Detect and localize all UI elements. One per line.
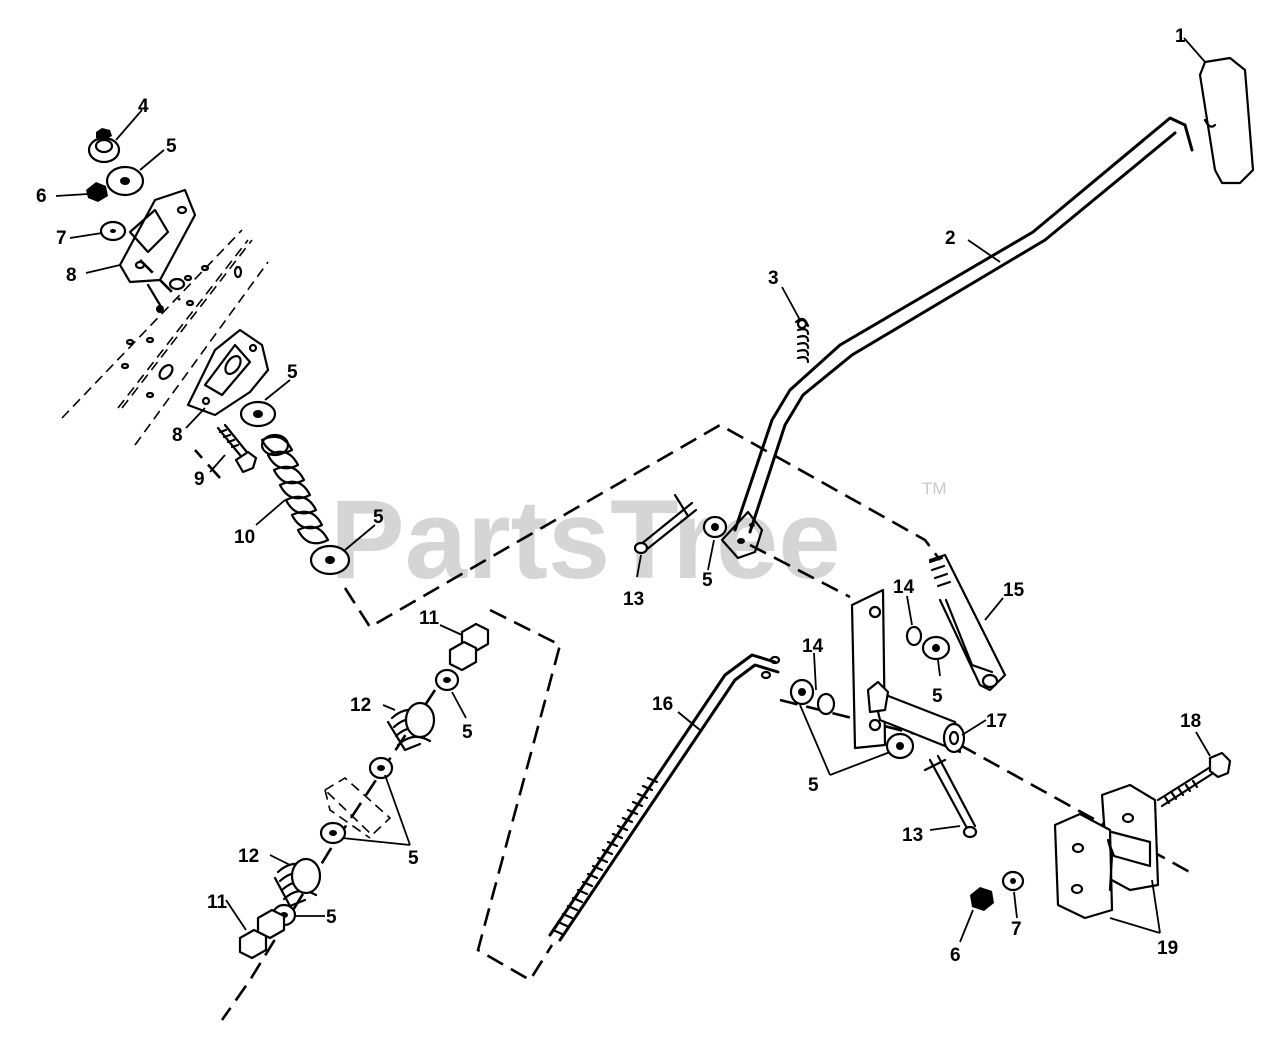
callout-6-b: 6 [950, 945, 961, 966]
assembly-line-bolt [194, 449, 221, 479]
washer-7-bottom [1001, 870, 1025, 892]
callout-3: 3 [768, 268, 779, 289]
callout-8-a: 8 [66, 265, 77, 286]
spring-12-upper [386, 701, 436, 752]
bolt-9 [216, 423, 258, 474]
lock-nut-4 [87, 128, 121, 164]
callout-12-a: 12 [350, 695, 371, 716]
assembly-line-rod [476, 608, 562, 982]
spring-12-lower [273, 857, 322, 908]
watermark: PartsTree TM [330, 477, 947, 602]
callout-2: 2 [945, 228, 956, 249]
callout-15: 15 [1003, 580, 1025, 601]
nut-6-bottom [970, 887, 994, 911]
callout-5-h: 5 [408, 848, 419, 869]
jam-nut-11-upper [448, 622, 490, 672]
assembly-lines [139, 259, 1196, 1021]
spring-10 [260, 433, 330, 545]
washer-5-spring [309, 544, 351, 576]
washer-5-stack-2 [368, 756, 394, 780]
washer-5-stack-1 [434, 668, 460, 692]
callouts: 1 2 3 4 5 6 7 8 5 8 9 10 5 13 5 14 15 11… [36, 26, 1201, 966]
callout-16: 16 [652, 694, 673, 715]
callout-18: 18 [1180, 711, 1201, 732]
callout-14-b: 14 [802, 636, 824, 657]
washer-7-top [99, 220, 127, 242]
spacer-block [323, 777, 392, 839]
spring-3 [794, 317, 810, 364]
lift-lever-rod [720, 116, 1194, 560]
washer-5-bracket [239, 400, 277, 428]
callout-6-a: 6 [36, 186, 47, 207]
callout-5-g: 5 [808, 775, 819, 796]
callout-17: 17 [986, 711, 1007, 732]
callout-5-c: 5 [373, 507, 384, 528]
clevis-pin-13-upper [633, 493, 698, 555]
bracket-19-front [1053, 812, 1114, 920]
callout-5-f: 5 [932, 686, 943, 707]
bolt-18 [1156, 751, 1232, 808]
pivot-plate [850, 588, 966, 754]
washer-5-pivot [789, 678, 815, 706]
callout-5-e: 5 [462, 722, 473, 743]
jam-nut-11-lower [238, 908, 286, 960]
callout-7-b: 7 [1011, 919, 1022, 940]
callout-1: 1 [1175, 26, 1186, 47]
callout-8-b: 8 [172, 425, 183, 446]
adjusting-rod-16 [548, 653, 781, 942]
frame-plate [61, 229, 269, 446]
callout-19: 19 [1157, 938, 1178, 959]
nut-6-top [86, 182, 108, 202]
lower-bracket [186, 328, 270, 417]
callout-9: 9 [194, 469, 205, 490]
callout-5-i: 5 [326, 907, 337, 928]
clevis-pin-13-lower [923, 754, 978, 839]
washer-5-lever [702, 515, 728, 539]
callout-7-a: 7 [56, 228, 67, 249]
callout-13-b: 13 [902, 825, 923, 846]
link-rod-15 [928, 553, 1007, 692]
watermark-text: PartsTree [330, 477, 841, 602]
leader-lines [55, 37, 1211, 943]
washer-14-lower [816, 692, 836, 716]
callout-5-d: 5 [702, 570, 713, 591]
washer-5-stack-3 [319, 821, 347, 845]
callout-11-b: 11 [207, 892, 228, 913]
assembly-line-main [343, 423, 942, 629]
handle-grip [1198, 56, 1255, 185]
callout-5-a: 5 [166, 136, 177, 157]
callout-4: 4 [138, 96, 149, 117]
callout-12-b: 12 [238, 846, 259, 867]
upper-bracket [118, 188, 197, 313]
callout-5-b: 5 [287, 362, 298, 383]
washer-5-shaft [885, 732, 915, 760]
assembly-line-pivot [749, 543, 851, 599]
callout-11-a: 11 [419, 608, 440, 629]
washer-5-upper-right [921, 635, 951, 661]
washer-5-top [105, 165, 145, 197]
washer-14-upper [905, 625, 923, 647]
callout-13-a: 13 [623, 589, 644, 610]
callout-10: 10 [234, 527, 255, 548]
callout-14-a: 14 [893, 577, 915, 598]
watermark-trademark: TM [922, 479, 947, 498]
